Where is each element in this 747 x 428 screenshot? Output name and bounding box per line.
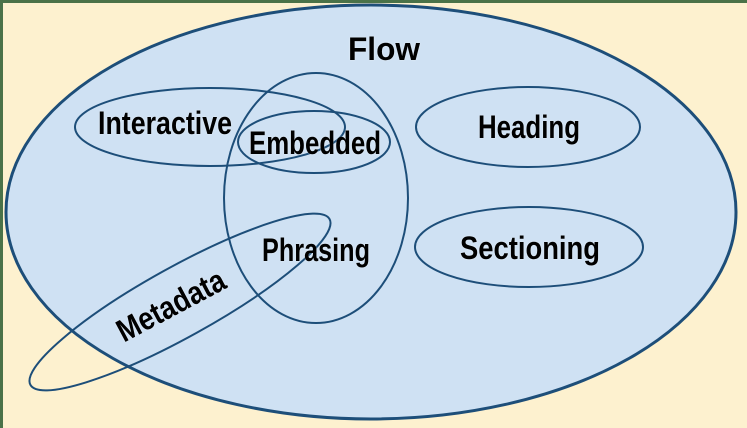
heading-set-label: Heading [478, 109, 580, 145]
interactive-set-label: Interactive [98, 105, 232, 141]
metadata-set-ellipse [28, 212, 332, 392]
flow-set-ellipse [4, 3, 738, 421]
phrasing-set-label: Phrasing [262, 232, 370, 268]
embedded-set-label: Embedded [249, 125, 381, 161]
heading-set-ellipse [415, 86, 641, 168]
flow-set-label: Flow [348, 31, 420, 67]
sectioning-set-label: Sectioning [460, 230, 600, 266]
sectioning-set-ellipse [414, 206, 644, 288]
phrasing-set-ellipse [223, 72, 409, 324]
ellipse-layer [4, 3, 738, 421]
embedded-set-ellipse [237, 110, 391, 174]
interactive-set-ellipse [74, 87, 346, 167]
